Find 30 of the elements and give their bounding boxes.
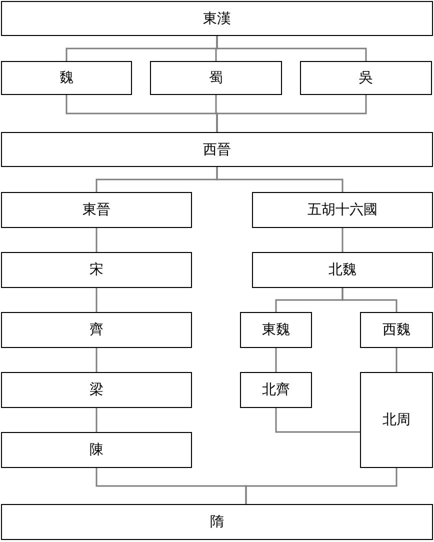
connector-line [96,348,98,372]
connector-line [96,228,98,252]
period-box: 西魏 [360,312,433,348]
period-box: 宋 [1,252,192,288]
connector-line [342,288,398,312]
period-box: 齊 [1,312,192,348]
connector-line [216,95,367,132]
period-box: 東漢 [1,1,433,36]
connector-line [216,167,344,192]
period-box: 東晉 [1,192,192,228]
connector-line [245,468,398,504]
period-box: 五胡十六國 [252,192,433,228]
period-box: 蜀 [150,61,282,95]
period-box: 陳 [1,432,192,468]
connector-line [96,408,98,432]
connector-line [96,288,98,312]
connector-line [275,408,360,433]
connector-line [216,36,367,61]
period-box: 北周 [360,372,433,468]
period-box: 吳 [300,61,432,95]
period-box: 梁 [1,372,192,408]
period-box: 隋 [1,504,433,540]
period-box: 東魏 [240,312,312,348]
period-box: 魏 [1,61,132,95]
period-box: 北魏 [252,252,433,288]
connector-line [396,348,398,372]
period-box: 西晉 [1,132,433,167]
connector-line [275,348,277,372]
period-box: 北齊 [240,372,312,408]
connector-line [342,228,344,252]
